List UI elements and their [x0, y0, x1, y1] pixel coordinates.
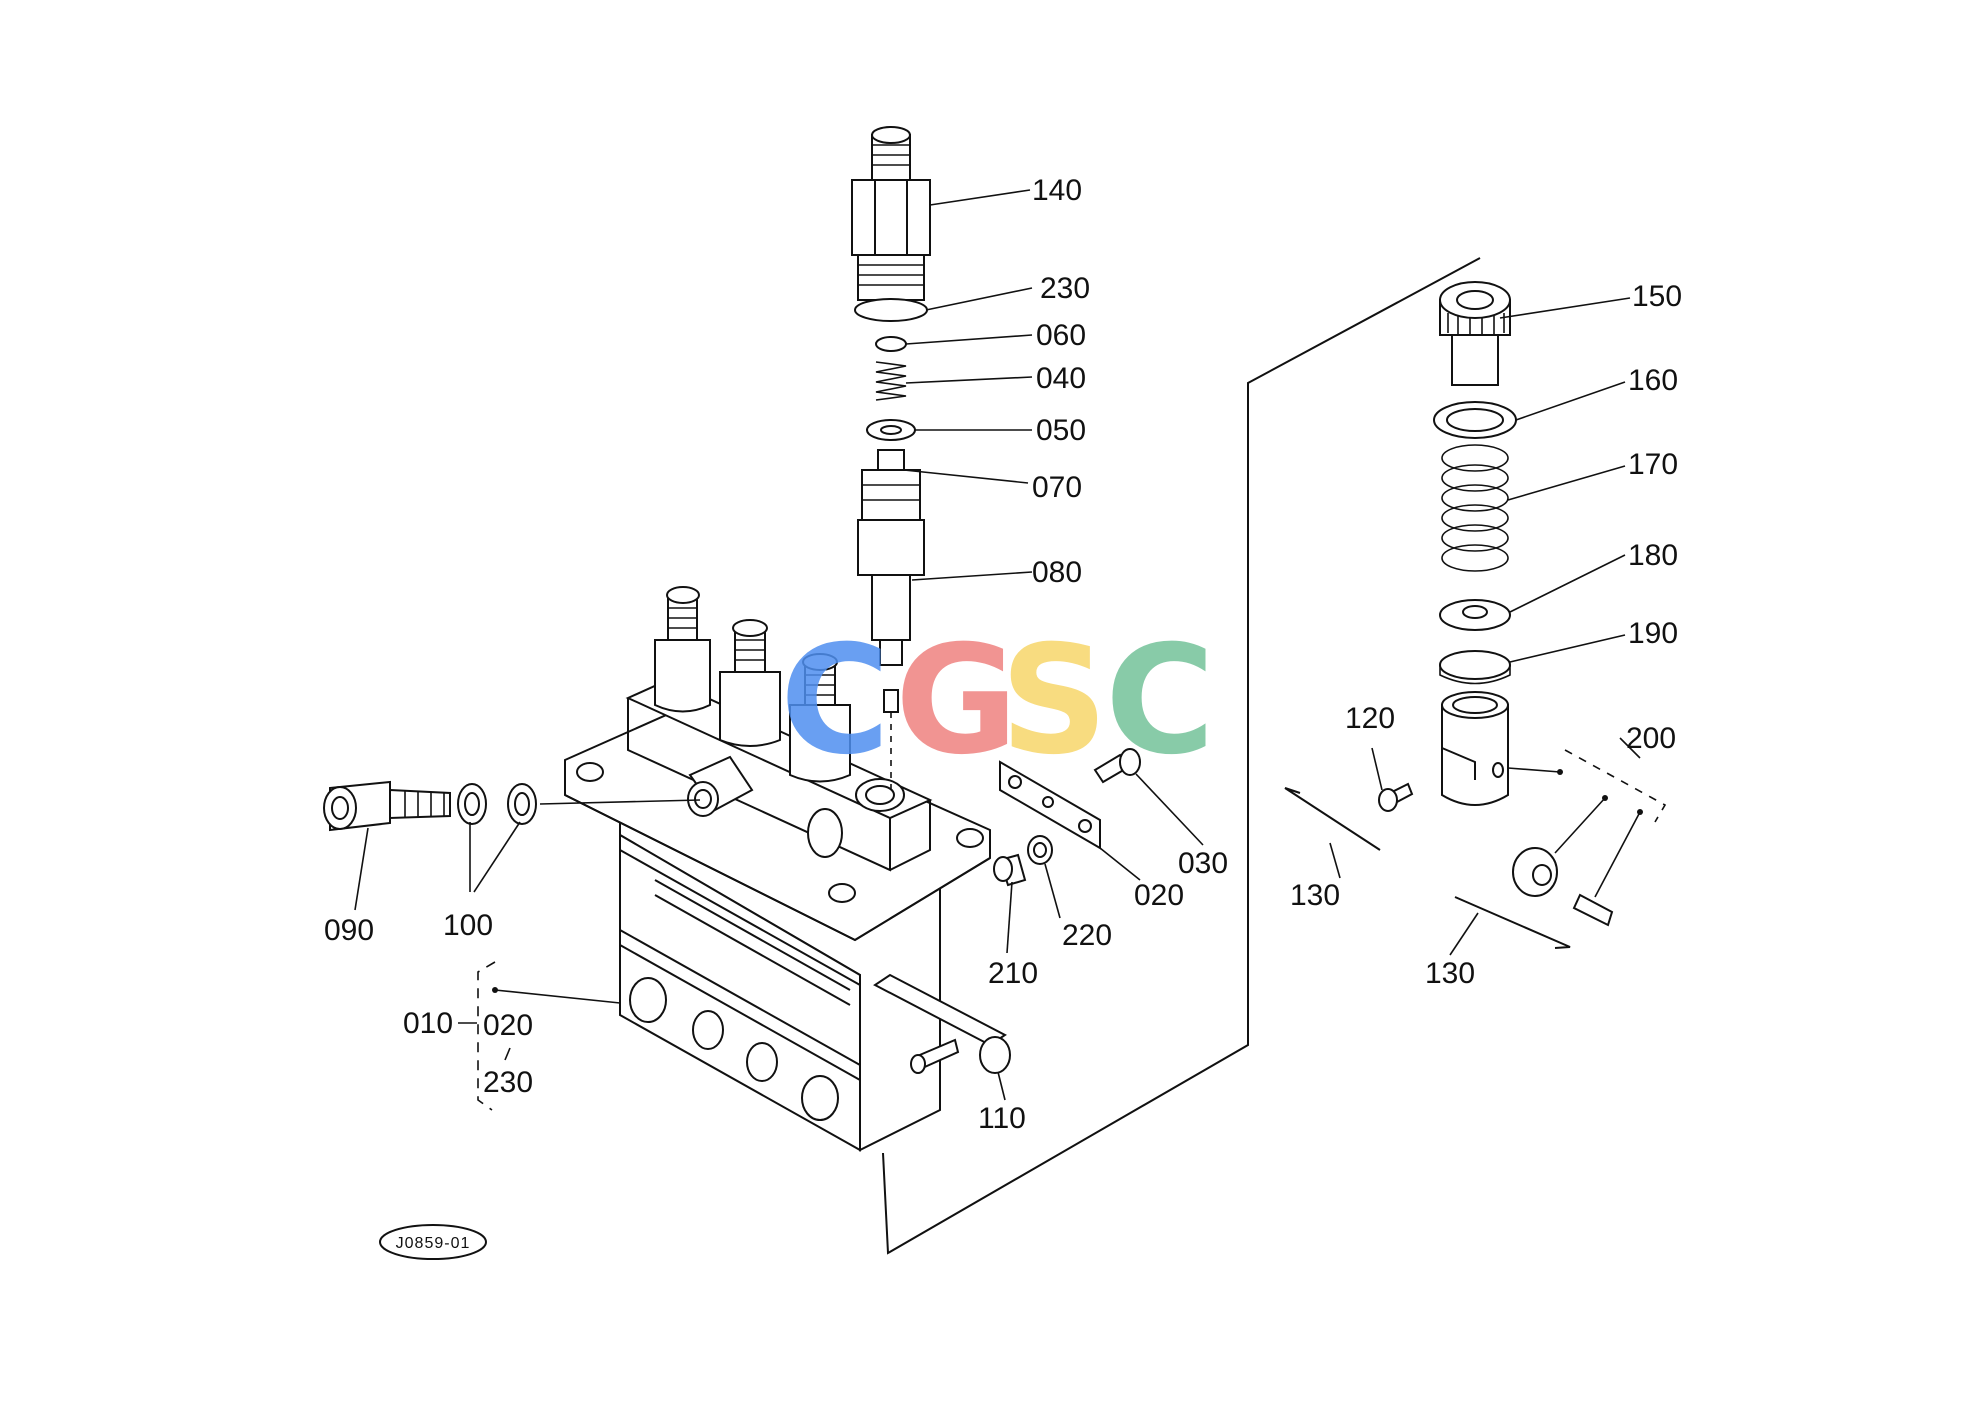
- delivery-valve-holders: [654, 586, 851, 783]
- callout-230-housing: 230: [483, 1066, 533, 1099]
- callout-070: 070: [1032, 471, 1082, 504]
- callout-170: 170: [1628, 448, 1678, 481]
- plunger-group: [1378, 281, 1667, 927]
- callout-060: 060: [1036, 319, 1086, 352]
- callout-labels: 140 230 060 040 050 070 080 150 160 170 …: [324, 174, 1682, 1135]
- callout-020-plate: 020: [1134, 879, 1184, 912]
- callout-130-left: 130: [1290, 879, 1340, 912]
- cover-plate-parts: [993, 748, 1141, 887]
- callout-040: 040: [1036, 362, 1086, 395]
- watermark-letter-3: S: [1000, 614, 1108, 788]
- diagram-code-badge: J0859-01: [379, 1224, 487, 1260]
- callout-160: 160: [1628, 364, 1678, 397]
- callout-100: 100: [443, 909, 493, 942]
- callout-130-right: 130: [1425, 957, 1475, 990]
- callout-090: 090: [324, 914, 374, 947]
- control-rods: [1284, 787, 1571, 949]
- callout-110: 110: [978, 1102, 1026, 1135]
- callout-140: 140: [1032, 174, 1082, 207]
- diagram-code: J0859-01: [396, 1235, 471, 1252]
- banjo-fitting: [323, 780, 701, 832]
- watermark-letter-1: C: [780, 614, 890, 788]
- watermark: C G S C: [780, 614, 1215, 788]
- callout-050: 050: [1036, 414, 1086, 447]
- group-boundary: [882, 257, 1481, 1255]
- callout-030: 030: [1178, 847, 1228, 880]
- watermark-letter-2: G: [895, 614, 1018, 788]
- callout-220: 220: [1062, 919, 1112, 952]
- watermark-letter-4: C: [1105, 614, 1215, 788]
- callout-200: 200: [1626, 722, 1676, 755]
- callout-190: 190: [1628, 617, 1678, 650]
- callout-020-housing: 020: [483, 1009, 533, 1042]
- callout-180: 180: [1628, 539, 1678, 572]
- callout-230-top: 230: [1040, 272, 1090, 305]
- callout-120: 120: [1345, 702, 1395, 735]
- delivery-valve-stack: [851, 126, 931, 790]
- callout-080: 080: [1032, 556, 1082, 589]
- callout-150: 150: [1632, 280, 1682, 313]
- leader-lines: [354, 189, 1641, 1101]
- callout-010: 010: [403, 1007, 453, 1040]
- callout-210: 210: [988, 957, 1038, 990]
